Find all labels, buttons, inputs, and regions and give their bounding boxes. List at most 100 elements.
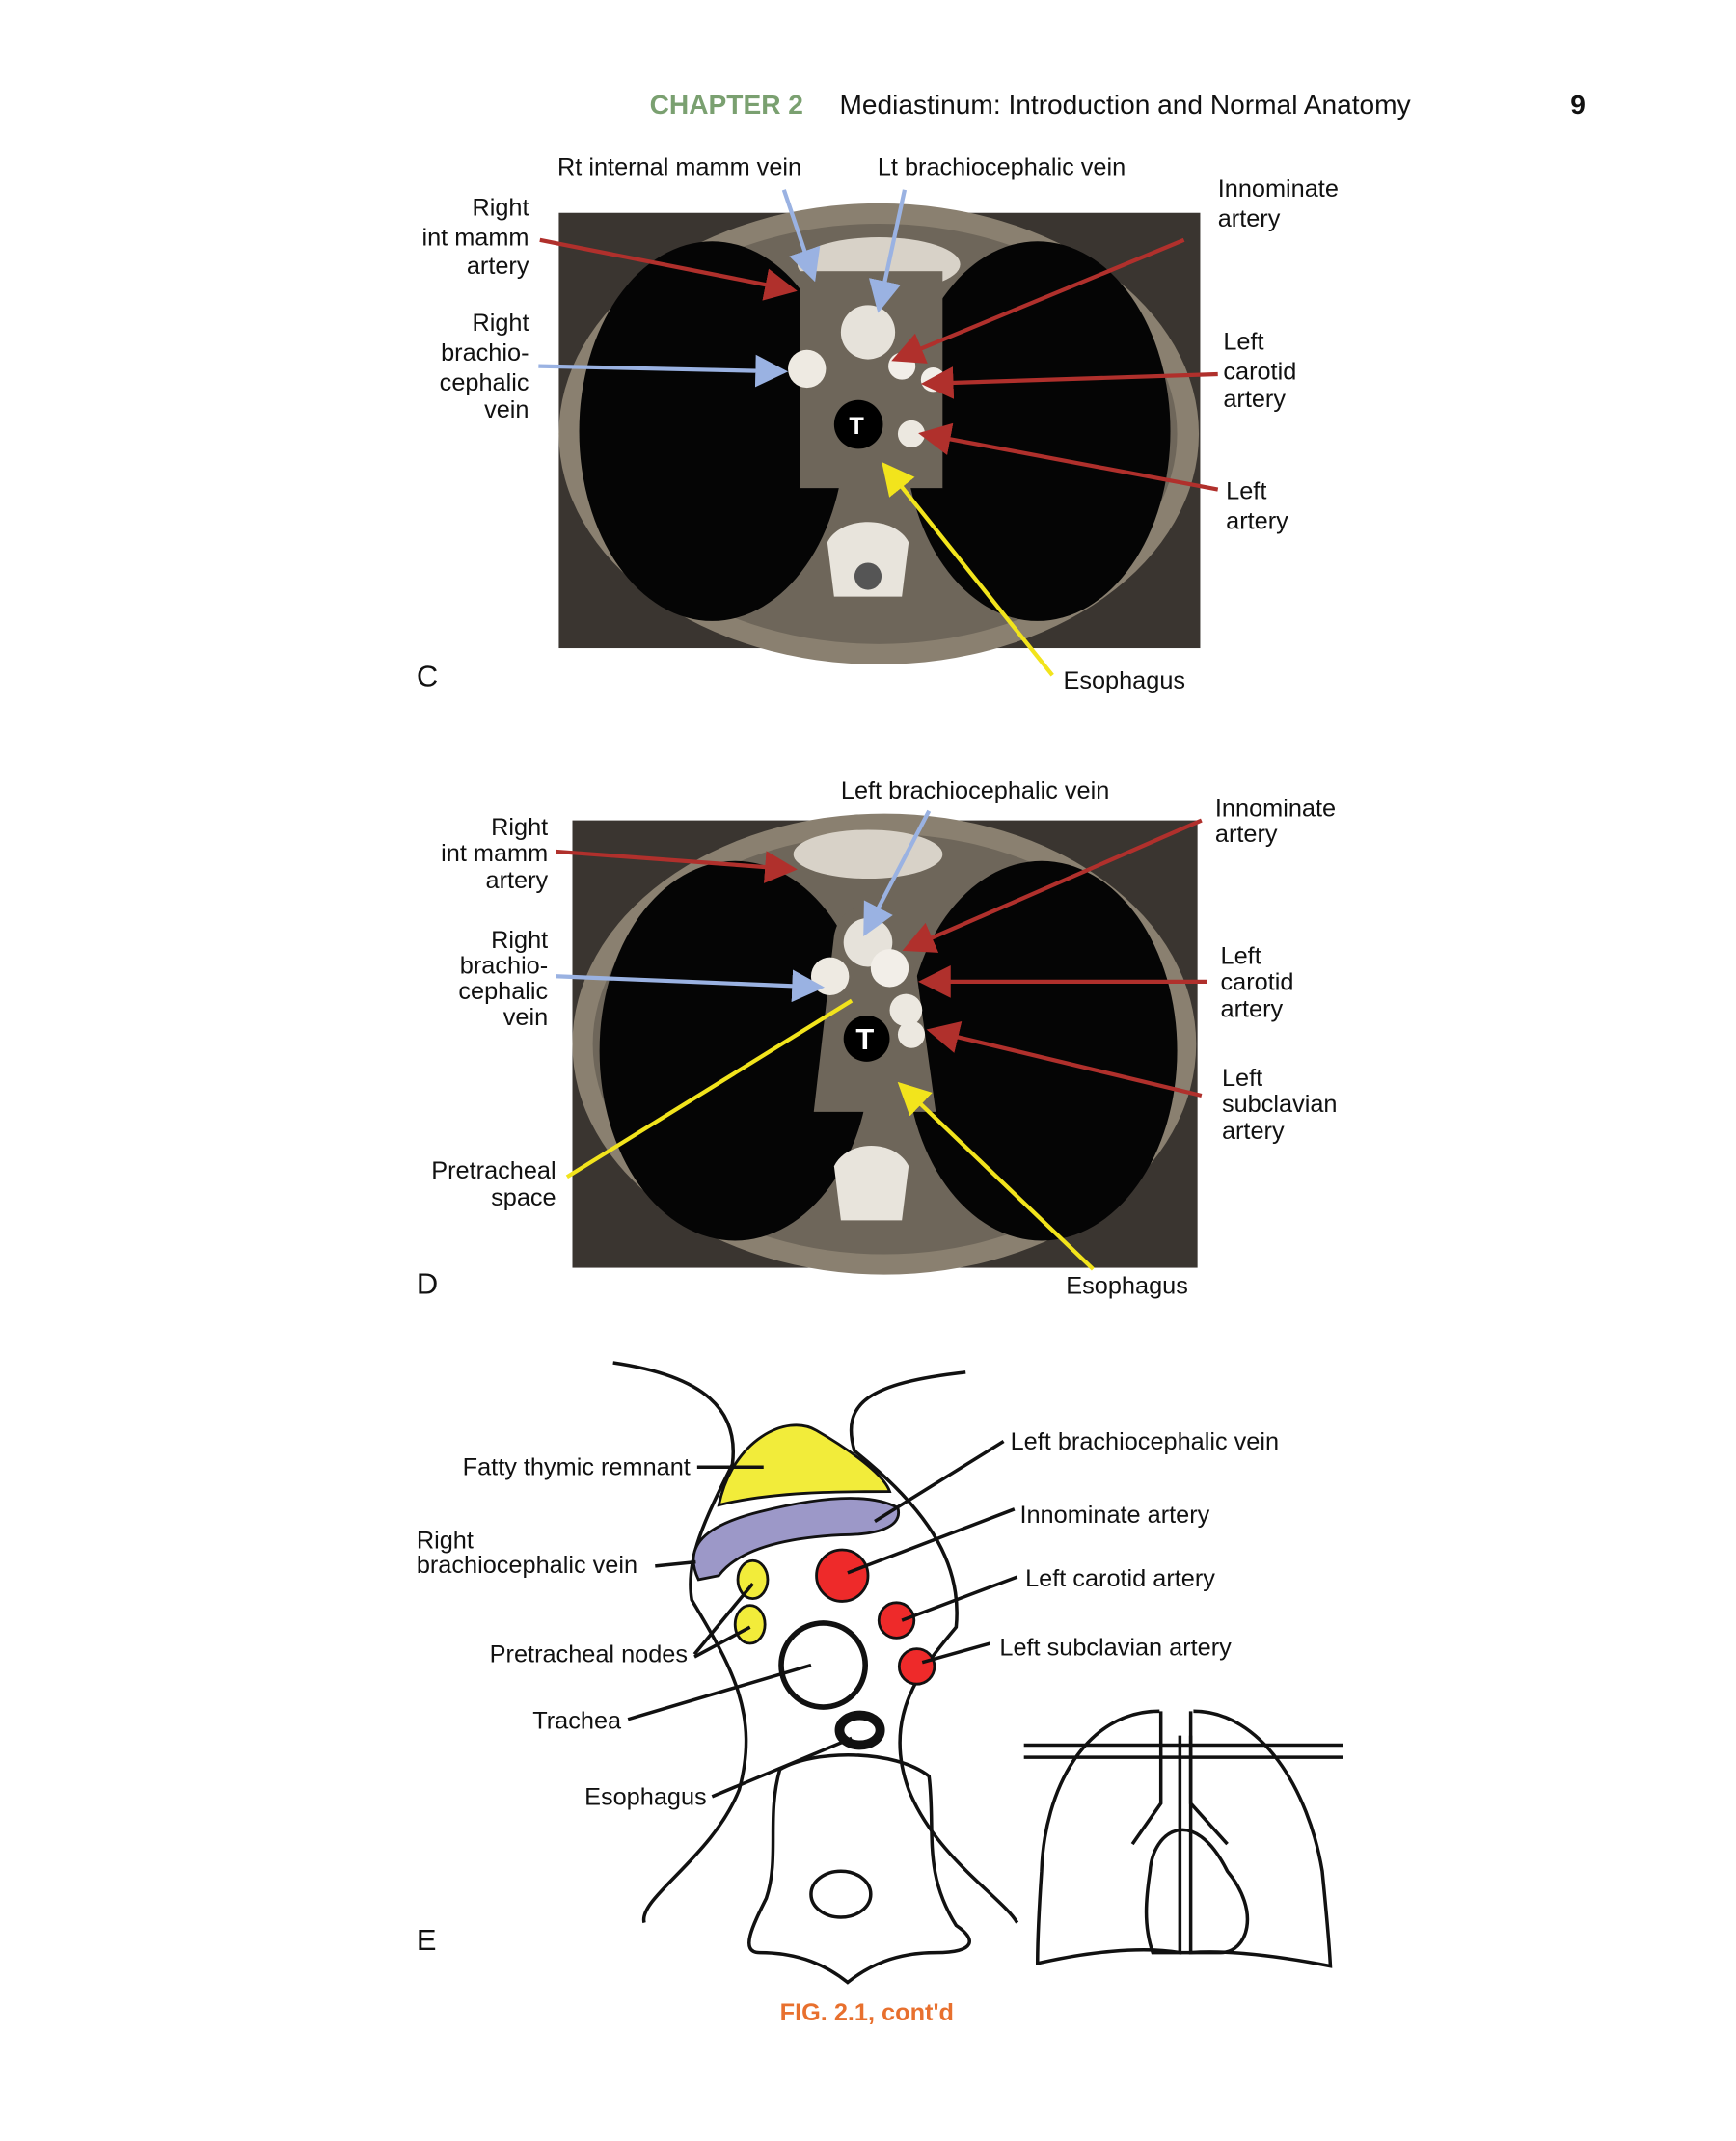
chapter-label: CHAPTER 2 — [650, 90, 803, 120]
label-innominate-artery: Innominate artery — [1019, 1502, 1209, 1529]
leader-line — [921, 1641, 991, 1665]
leader-line — [847, 1507, 1016, 1575]
leader-line — [627, 1663, 812, 1721]
label-line: vein — [484, 396, 529, 423]
label-esophagus: Esophagus — [584, 1783, 707, 1810]
arrow-left-artery — [918, 422, 1219, 492]
label-line: Left — [1221, 943, 1261, 970]
label-innominate-artery: Innominate artery — [1218, 176, 1339, 232]
label-line: artery — [467, 253, 529, 280]
fatty-thymic-remnant-shape — [717, 1423, 892, 1507]
arrow-left-brachiocephalic-vein — [863, 809, 932, 937]
arrow-innominate-artery — [902, 818, 1203, 953]
label-line: subclavian — [1222, 1091, 1338, 1118]
pretracheal-node-shape — [736, 1558, 770, 1601]
label-line: Innominate — [1215, 795, 1336, 822]
label-left-subclavian-artery: Left subclavian artery — [1222, 1065, 1338, 1145]
vertebra — [747, 1753, 971, 1985]
innominate-artery-shape — [815, 1548, 870, 1603]
arrow-left-subclavian-artery — [926, 1021, 1203, 1098]
label-lt-brachiocephalic-vein: Lt brachiocephalic vein — [878, 153, 1126, 180]
label-right-brachiocephalic-vein-line1: Right — [417, 1528, 474, 1555]
label-left-subclavian-artery: Left subclavian artery — [999, 1635, 1232, 1662]
label-line: int mamm — [421, 224, 529, 251]
label-esophagus: Esophagus — [1063, 667, 1185, 694]
label-line: artery — [1215, 821, 1278, 848]
label-line: carotid — [1223, 359, 1296, 386]
label-trachea: Trachea — [532, 1708, 622, 1735]
arrow-rt-internal-mamm-vein — [781, 189, 821, 283]
label-line: artery — [1222, 1118, 1285, 1145]
arrow-right-int-mamm-artery — [539, 237, 798, 301]
label-line: int mamm — [441, 840, 548, 867]
panel-letter: E — [417, 1923, 437, 1957]
panel-letter: C — [417, 659, 438, 692]
leader-line — [655, 1559, 696, 1568]
arrow-innominate-artery — [891, 237, 1185, 364]
arrow-right-brachiocephalic-vein — [538, 354, 789, 388]
spinal-canal — [809, 1869, 873, 1919]
left-carotid-artery-shape — [877, 1601, 916, 1640]
label-line: brachio- — [441, 339, 529, 366]
leader-line — [692, 1583, 754, 1656]
arrow-esophagus — [897, 1081, 1095, 1271]
arrow-right-brachiocephalic-vein — [556, 969, 826, 1003]
page-number: 9 — [1570, 90, 1586, 120]
label-line: carotid — [1221, 968, 1294, 995]
mediastinum-outline-left — [612, 1361, 748, 1924]
line-pretracheal-space — [565, 998, 854, 1179]
lung-level-inset — [1023, 1709, 1343, 1968]
panel-e-diagram: Fatty thymic remnant Right brachiocephal… — [417, 1361, 1343, 1985]
label-left-brachiocephalic-vein: Left brachiocephalic vein — [841, 777, 1109, 804]
ct-image-d: T — [572, 813, 1198, 1275]
label-line: artery — [486, 867, 549, 894]
arrow-lt-brachiocephalic-vein — [868, 189, 908, 313]
label-line: Right — [472, 195, 529, 222]
arrow-esophagus — [882, 461, 1054, 677]
panel-d: T Left brachiocephalic vein Innominate a… — [417, 777, 1338, 1300]
label-line: brachio- — [460, 952, 548, 979]
running-header: CHAPTER 2 Mediastinum: Introduction and … — [650, 90, 1586, 120]
label-line: cephalic — [440, 369, 529, 396]
label-line: Innominate — [1218, 176, 1339, 203]
label-line: artery — [1223, 386, 1286, 413]
trachea-mark: T — [855, 1022, 874, 1056]
label-left-carotid-artery: Left carotid artery — [1025, 1565, 1215, 1592]
label-line: Left — [1222, 1065, 1262, 1092]
label-rt-internal-mamm-vein: Rt internal mamm vein — [557, 153, 801, 180]
label-pretracheal-space: Pretracheal space — [431, 1157, 556, 1211]
label-line: artery — [1221, 995, 1284, 1022]
label-right-int-mamm-artery: Right int mamm artery — [441, 814, 548, 894]
label-fatty-thymic-remnant: Fatty thymic remnant — [463, 1454, 691, 1481]
label-left-artery: Left artery — [1226, 477, 1288, 534]
label-line: Left — [1226, 477, 1266, 504]
leader-line — [874, 1440, 1005, 1523]
label-line: space — [491, 1184, 556, 1211]
label-left-carotid-artery: Left carotid artery — [1223, 329, 1296, 413]
panel-c: T Rt internal mamm vein Lt brachiocephal… — [417, 153, 1339, 694]
arrow-right-int-mamm-artery — [556, 849, 798, 883]
left-subclavian-artery-shape — [897, 1647, 936, 1686]
label-right-brachiocephalic-vein: Right brachio- cephalic vein — [440, 310, 529, 423]
label-line: Right — [472, 310, 529, 337]
label-line: artery — [1226, 507, 1288, 534]
leader-line — [693, 1625, 751, 1659]
pretracheal-node-shape — [733, 1604, 767, 1645]
chapter-title: Mediastinum: Introduction and Normal Ana… — [839, 90, 1410, 120]
label-right-brachiocephalic-vein: Right brachio- cephalic vein — [458, 927, 548, 1031]
label-right-int-mamm-artery: Right int mamm artery — [421, 195, 529, 280]
trachea-shape — [778, 1620, 868, 1710]
arrow-left-carotid-artery — [920, 366, 1218, 399]
label-line: vein — [503, 1004, 548, 1031]
label-esophagus: Esophagus — [1066, 1272, 1188, 1299]
label-line: Right — [491, 814, 548, 841]
label-line: artery — [1218, 205, 1281, 232]
label-pretracheal-nodes: Pretracheal nodes — [490, 1641, 688, 1668]
leader-line — [901, 1575, 1018, 1622]
label-right-brachiocephalic-vein-line2: brachiocephalic vein — [417, 1552, 637, 1579]
panel-letter: D — [417, 1266, 438, 1300]
label-left-brachiocephalic-vein: Left brachiocephalic vein — [1011, 1428, 1279, 1455]
trachea-mark: T — [849, 413, 864, 440]
label-left-carotid-artery: Left carotid artery — [1221, 943, 1294, 1023]
